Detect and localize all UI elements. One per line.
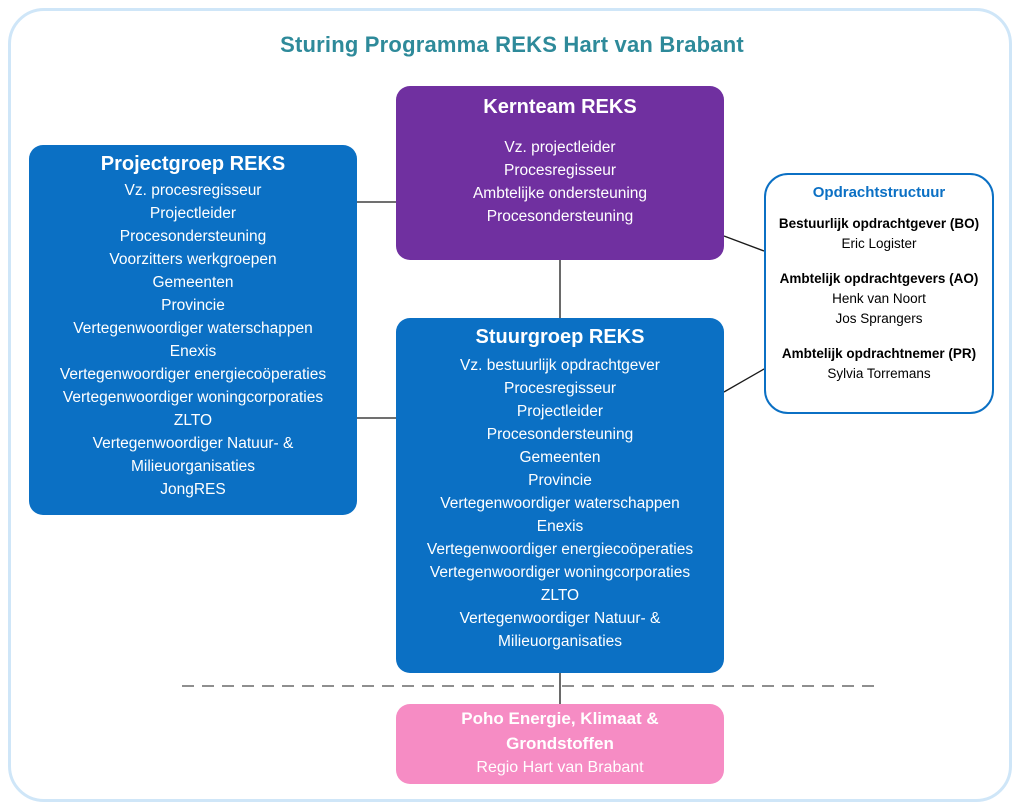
kernteam-box: Kernteam REKS Vz. projectleider Procesre…: [396, 86, 724, 260]
member-item: Projectleider: [516, 403, 604, 420]
member-item: Procesregisseur: [504, 380, 616, 397]
member-item: Gemeenten: [152, 274, 234, 291]
member-item: ZLTO: [173, 412, 213, 429]
member-item: Vertegenwoordiger waterschappen: [73, 320, 313, 337]
role-group: Ambtelijk opdrachtnemer (PR) Sylvia Torr…: [766, 344, 992, 384]
projectgroep-title: Projectgroep REKS: [100, 153, 286, 175]
role-group: Bestuurlijk opdrachtgever (BO) Eric Logi…: [766, 214, 992, 254]
person-name: Eric Logister: [841, 236, 917, 251]
poho-subtitle: Regio Hart van Brabant: [476, 759, 644, 776]
member-item: Vertegenwoordiger waterschappen: [440, 495, 680, 512]
opdrachtstructuur-box: Opdrachtstructuur Bestuurlijk opdrachtge…: [764, 173, 994, 414]
diagram-frame: [8, 8, 1012, 802]
member-item: Vertegenwoordiger energiecoöperaties: [426, 541, 694, 558]
poho-title-line1: Poho Energie, Klimaat &: [461, 709, 659, 728]
member-item: Vz. projectleider: [504, 139, 616, 156]
person-name: Sylvia Torremans: [827, 366, 931, 381]
member-item: Procesondersteuning: [486, 426, 634, 443]
member-item: JongRES: [160, 481, 226, 498]
member-item: Procesregisseur: [504, 162, 616, 179]
member-item: Milieuorganisaties: [497, 633, 623, 650]
stuurgroep-box: Stuurgroep REKS Vz. bestuurlijk opdracht…: [396, 318, 724, 673]
role-label: Ambtelijk opdrachtnemer (PR): [781, 346, 977, 361]
stuurgroep-title: Stuurgroep REKS: [475, 326, 645, 348]
member-item: Procesondersteuning: [486, 208, 634, 225]
role-label: Ambtelijk opdrachtgevers (AO): [779, 271, 979, 286]
member-item: Provincie: [528, 472, 592, 489]
stuurgroep-members: Vz. bestuurlijk opdrachtgever Procesregi…: [396, 354, 724, 653]
person-name: Jos Sprangers: [835, 311, 923, 326]
member-item: Provincie: [161, 297, 225, 314]
member-item: Gemeenten: [519, 449, 601, 466]
person-name: Henk van Noort: [832, 291, 926, 306]
member-item: Vertegenwoordiger woningcorporaties: [429, 564, 691, 581]
line-kernteam-opdracht: [723, 235, 765, 252]
opdrachtstructuur-title: Opdrachtstructuur: [812, 184, 946, 201]
role-group: Ambtelijk opdrachtgevers (AO) Henk van N…: [766, 269, 992, 329]
member-item: Ambtelijke ondersteuning: [472, 185, 648, 202]
member-item: Milieuorganisaties: [130, 458, 256, 475]
projectgroep-box: Projectgroep REKS Vz. procesregisseur Pr…: [29, 145, 357, 515]
member-item: Enexis: [169, 343, 217, 360]
member-item: Vz. bestuurlijk opdrachtgever: [460, 357, 660, 374]
diagram-title: Sturing Programma REKS Hart van Brabant: [280, 32, 744, 57]
member-item: Projectleider: [149, 205, 237, 222]
member-item: Vertegenwoordiger Natuur- &: [459, 610, 661, 627]
poho-title-line2: Grondstoffen: [506, 734, 614, 753]
member-item: Procesondersteuning: [119, 228, 267, 245]
member-item: Vertegenwoordiger woningcorporaties: [62, 389, 324, 406]
member-item: Enexis: [536, 518, 584, 535]
member-item: Vz. procesregisseur: [124, 182, 262, 199]
kernteam-members: Vz. projectleider Procesregisseur Ambtel…: [396, 136, 724, 228]
member-item: ZLTO: [540, 587, 580, 604]
role-label: Bestuurlijk opdrachtgever (BO): [778, 216, 980, 231]
member-item: Vertegenwoordiger Natuur- &: [92, 435, 294, 452]
projectgroep-members: Vz. procesregisseur Projectleider Proces…: [29, 179, 357, 501]
poho-box: Poho Energie, Klimaat & Grondstoffen Reg…: [396, 704, 724, 784]
line-stuurgroep-opdracht: [723, 368, 765, 393]
member-item: Voorzitters werkgroepen: [109, 251, 277, 268]
member-item: Vertegenwoordiger energiecoöperaties: [59, 366, 327, 383]
kernteam-title: Kernteam REKS: [483, 96, 637, 118]
